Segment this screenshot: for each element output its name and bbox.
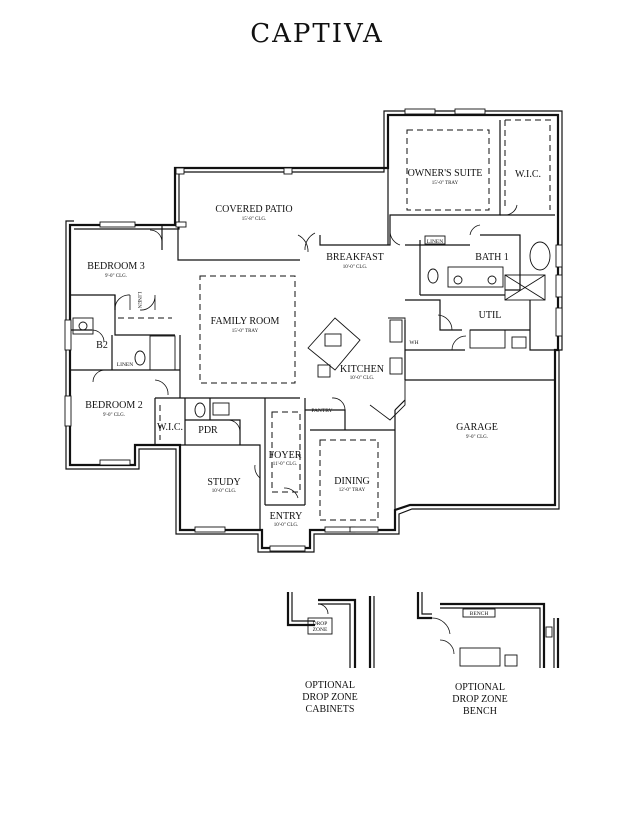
exterior-walls (65, 110, 563, 553)
b2-label: B2 (96, 340, 108, 351)
entry-dim: 10'-0" CLG. (274, 523, 299, 528)
kitchen-counter (369, 317, 406, 421)
bench-caption-line2: DROP ZONE (452, 694, 507, 705)
utility-sink-icon (511, 336, 527, 349)
garage-label: GARAGE (456, 422, 498, 433)
pdr-sink-icon (212, 402, 230, 416)
bench-tag: BENCH (470, 611, 489, 617)
family-room-dim: 15'-0" TRAY (232, 329, 259, 334)
kitchen-label: KITCHEN (340, 364, 384, 375)
range-icon (389, 357, 403, 375)
bedroom3-label: BEDROOM 3 (87, 261, 145, 272)
drop-zone-tag-line1: DROP (313, 621, 328, 627)
kitchen-dim: 10'-0" CLG. (350, 376, 375, 381)
plan-title: CAPTIVA (250, 19, 384, 49)
windows (64, 108, 563, 552)
inset-drop-zone-cabinets: DROP ZONE OPTIONAL DROP ZONE CABINETS (286, 592, 375, 715)
foyer-ceiling (271, 411, 301, 493)
bedroom2-dim: 9'-0" CLG. (103, 413, 125, 418)
b2-toilet-icon (134, 350, 146, 366)
breakfast-label: BREAKFAST (326, 252, 384, 263)
bathtub-icon (529, 241, 551, 271)
dining-dim: 12'-0" TRAY (339, 488, 366, 493)
covered-patio-dim: 15'-8" CLG. (242, 217, 267, 222)
owners-suite-tray (406, 129, 490, 211)
pantry-label: PANTRY (311, 408, 332, 414)
linen-b2-label: LINEN (117, 362, 134, 368)
ceiling-outlines (199, 119, 555, 521)
drop-zone-tag-line2: ZONE (313, 627, 328, 633)
bath1-label: BATH 1 (475, 252, 509, 263)
linen-owner-label: LINEN (427, 239, 444, 245)
pdr-label: PDR (198, 425, 218, 436)
garage-dim: 9'-0" CLG. (466, 435, 488, 440)
pdr-toilet-icon (194, 402, 206, 418)
cabinets-caption-line2: DROP ZONE (302, 692, 357, 703)
study-label: STUDY (207, 477, 240, 488)
inset-drop-zone-bench: BENCH OPTIONAL DROP ZONE BENCH (416, 592, 560, 717)
study-dim: 10'-0" CLG. (212, 489, 237, 494)
wh-label: WH (409, 340, 418, 346)
util-label: UTIL (479, 310, 502, 321)
wic-bed2-label: W.I.C. (157, 422, 183, 433)
kitchen-sink-icon (324, 333, 342, 347)
b2-vanity-icon (72, 317, 94, 335)
kitchen-stool (317, 364, 331, 378)
owners-suite-label: OWNER'S SUITE (408, 168, 483, 179)
family-room-tray (199, 275, 296, 384)
fixtures (72, 235, 551, 440)
refrigerator-icon (389, 319, 403, 343)
cabinets-caption-line3: CABINETS (306, 704, 355, 715)
bench-caption-line3: BENCH (463, 706, 497, 717)
foyer-label: FOYER (269, 450, 302, 461)
washer-dryer-icon (469, 329, 506, 349)
covered-patio-label: COVERED PATIO (215, 204, 292, 215)
linen-b3-label: LINEN (136, 292, 142, 309)
doors (91, 204, 518, 499)
cabinets-caption-line1: OPTIONAL (305, 680, 355, 691)
b2-tub-icon (149, 335, 176, 371)
dining-tray (319, 439, 379, 521)
bench-caption-line1: OPTIONAL (455, 682, 505, 693)
owners-suite-dim: 15'-0" TRAY (432, 181, 459, 186)
shower-icon (504, 274, 546, 301)
owners-wic-label: W.I.C. (515, 169, 541, 180)
entry-label: ENTRY (270, 511, 303, 522)
dining-label: DINING (334, 476, 370, 487)
breakfast-dim: 10'-0" CLG. (343, 265, 368, 270)
vanity-icon (447, 266, 504, 288)
bedroom3-dim: 9'-0" CLG. (105, 274, 127, 279)
bedroom2-label: BEDROOM 2 (85, 400, 143, 411)
family-room-label: FAMILY ROOM (211, 316, 280, 327)
toilet-icon (427, 268, 439, 284)
room-labels: OWNER'S SUITE 15'-0" TRAY W.I.C. COVERED… (85, 168, 541, 528)
foyer-dim: 11'-0" CLG. (273, 462, 297, 467)
owners-wic-shelving (504, 119, 555, 210)
kitchen-island (307, 317, 361, 371)
